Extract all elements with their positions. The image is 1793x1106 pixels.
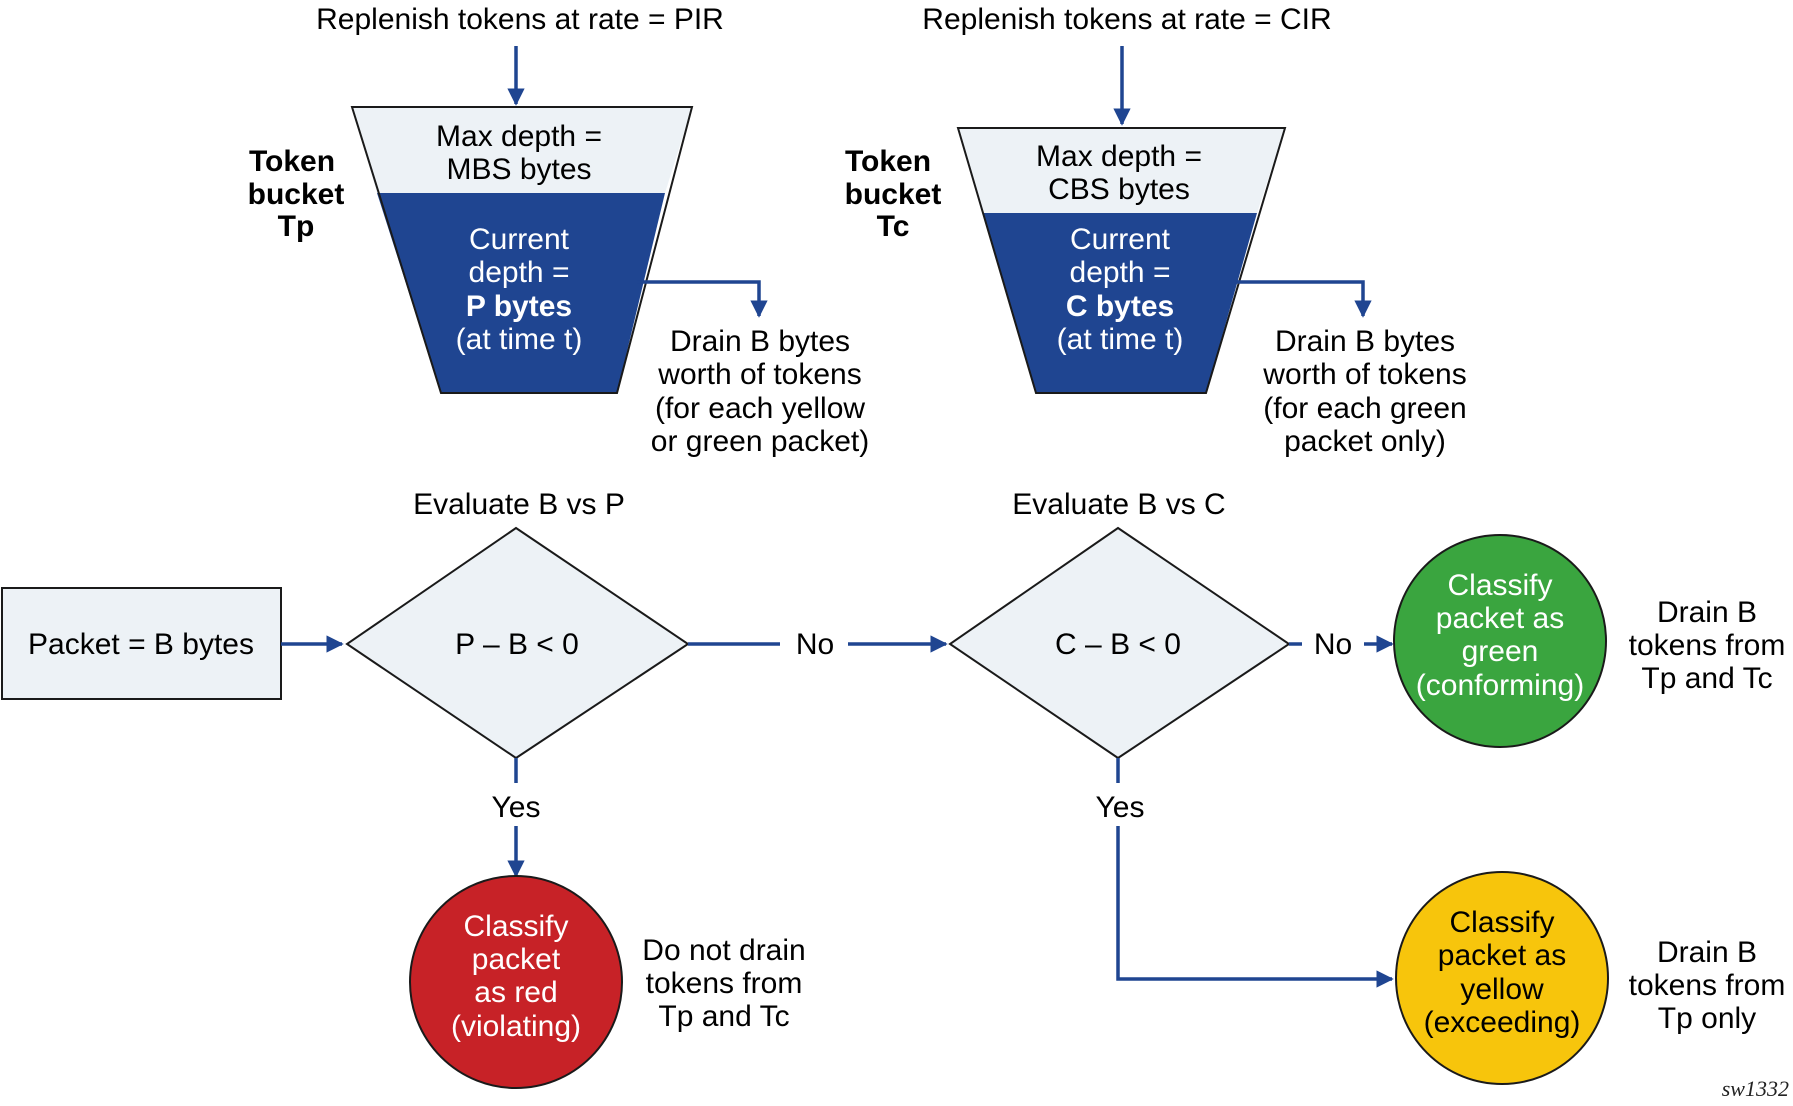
- outcome-yellow-label-1: Classify: [1449, 906, 1554, 939]
- bucket-tp-outline: [350, 106, 694, 394]
- outcome-red-label-3: as red: [474, 976, 557, 1009]
- outcome-green-circle: [1393, 534, 1607, 748]
- bucket-tc-max-depth-1: Max depth =: [1036, 140, 1202, 173]
- decision-peak-condition: P – B < 0: [455, 628, 579, 661]
- bucket-tp-label-2: bucket: [248, 178, 345, 211]
- outcome-red-note-3: Tp and Tc: [658, 1000, 789, 1033]
- drain-tp-4: or green packet): [651, 425, 869, 458]
- outcome-red-circle: [409, 875, 623, 1089]
- decision-committed-yes-arrow: [1116, 826, 1394, 988]
- drain-tp-arrow: [637, 280, 768, 318]
- outcome-green-label-3: green: [1462, 635, 1539, 668]
- outcome-red-label-2: packet: [472, 943, 561, 976]
- outcome-yellow-label-4: (exceeding): [1424, 1006, 1581, 1039]
- bucket-tc-current-4: (at time t): [1057, 323, 1184, 356]
- outcome-yellow-circle: [1395, 871, 1609, 1085]
- decision-committed-no-label: No: [1314, 628, 1352, 661]
- bucket-tp-tokens: [377, 193, 665, 393]
- bucket-tc-current-2: depth =: [1070, 256, 1171, 289]
- figure-id: sw1332: [1722, 1076, 1789, 1101]
- decision-peak-yes-label: Yes: [492, 791, 541, 824]
- outcome-yellow-label-3: yellow: [1460, 973, 1544, 1006]
- bucket-tc-label-2: bucket: [845, 178, 942, 211]
- drain-tp-3: (for each yellow: [655, 392, 865, 425]
- outcome-yellow-note-3: Tp only: [1658, 1002, 1756, 1035]
- bucket-tp-label-1: Token: [249, 145, 335, 178]
- bucket-tp-current-1: Current: [469, 223, 570, 256]
- decision-peak-no-label: No: [796, 628, 834, 661]
- packet-box: [1, 587, 282, 700]
- outcome-yellow-label-2: packet as: [1438, 939, 1566, 972]
- outcome-red-label-4: (violating): [451, 1010, 581, 1043]
- bucket-tc-current-1: Current: [1070, 223, 1171, 256]
- outcome-yellow-note-1: Drain B: [1657, 936, 1757, 969]
- drain-tc-4: packet only): [1284, 425, 1446, 458]
- bucket-tp-current-3: P bytes: [466, 290, 572, 323]
- drain-tp-1: Drain B bytes: [670, 325, 850, 358]
- token-bucket-tc: [956, 127, 1287, 394]
- outcome-green-note-2: tokens from: [1629, 629, 1786, 662]
- bucket-tc-current-3: C bytes: [1066, 290, 1174, 323]
- decision-peak-title: Evaluate B vs P: [413, 488, 625, 521]
- bucket-tc-label-3: Tc: [877, 210, 910, 243]
- outcome-red-note-2: tokens from: [646, 967, 803, 1000]
- outcome-red-note-1: Do not drain: [642, 934, 805, 967]
- outcome-green-label-2: packet as: [1436, 602, 1564, 635]
- replenish-pir-label: Replenish tokens at rate = PIR: [316, 3, 724, 36]
- bucket-tc-label-1: Token: [845, 145, 931, 178]
- bucket-tp-current-2: depth =: [469, 256, 570, 289]
- outcome-green-note-3: Tp and Tc: [1641, 662, 1772, 695]
- replenish-cir-label: Replenish tokens at rate = CIR: [922, 3, 1331, 36]
- token-bucket-tp: [350, 106, 694, 394]
- outcome-green-label-1: Classify: [1447, 569, 1552, 602]
- decision-committed-condition: C – B < 0: [1055, 628, 1181, 661]
- drain-tp-2: worth of tokens: [657, 358, 861, 391]
- outcome-red-label-1: Classify: [463, 910, 568, 943]
- drain-tc-arrow: [1235, 280, 1372, 318]
- bucket-tp-max-depth-2: MBS bytes: [446, 153, 591, 186]
- drain-tc-1: Drain B bytes: [1275, 325, 1455, 358]
- bucket-tp-empty-space: [352, 107, 692, 193]
- bucket-tp-label-3: Tp: [278, 210, 315, 243]
- packet-label: Packet = B bytes: [28, 628, 254, 661]
- bucket-tc-max-depth-2: CBS bytes: [1048, 173, 1190, 206]
- decision-committed-yes-label: Yes: [1096, 791, 1145, 824]
- bucket-tc-outline: [956, 127, 1287, 394]
- bucket-tp-current-4: (at time t): [456, 323, 583, 356]
- outcome-green-label-4: (conforming): [1416, 669, 1584, 702]
- drain-tc-3: (for each green: [1263, 392, 1466, 425]
- outcome-green-note-1: Drain B: [1657, 596, 1757, 629]
- bucket-tp-max-depth-1: Max depth =: [436, 120, 602, 153]
- decision-committed-title: Evaluate B vs C: [1012, 488, 1225, 521]
- bucket-tc-empty-space: [958, 128, 1285, 213]
- drain-tc-2: worth of tokens: [1262, 358, 1466, 391]
- outcome-yellow-note-2: tokens from: [1629, 969, 1786, 1002]
- bucket-tc-tokens: [983, 213, 1257, 393]
